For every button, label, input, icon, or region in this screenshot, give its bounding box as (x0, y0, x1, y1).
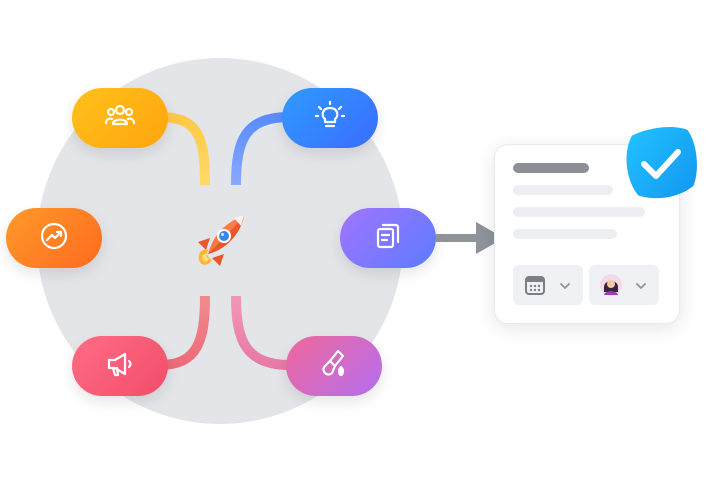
idea-button[interactable] (282, 88, 378, 148)
task-card[interactable] (494, 144, 680, 324)
team-button[interactable] (72, 88, 168, 148)
connector-team (159, 112, 210, 186)
task-text-line (513, 207, 645, 217)
checkmark-icon (622, 124, 700, 202)
team-icon (103, 99, 137, 138)
connector-idea (231, 112, 291, 186)
task-text-line (513, 185, 613, 195)
due-date-picker[interactable] (513, 265, 583, 305)
megaphone-icon (103, 347, 137, 386)
announce-button[interactable] (72, 336, 168, 396)
calendar-icon (523, 273, 547, 297)
task-text-line (513, 229, 617, 239)
connector-design (231, 295, 291, 370)
design-button[interactable] (286, 336, 382, 396)
documents-icon (371, 219, 405, 258)
assignee-picker[interactable] (589, 265, 659, 305)
connector-announce (159, 295, 210, 370)
arrow-right-icon (436, 220, 506, 256)
avatar-icon (599, 273, 623, 297)
growth-chart-icon (37, 219, 71, 258)
rocket-icon (186, 208, 254, 276)
task-title-placeholder (513, 163, 589, 173)
growth-button[interactable] (6, 208, 102, 268)
chevron-down-icon (635, 279, 647, 291)
chevron-down-icon (559, 279, 571, 291)
lightbulb-icon (313, 99, 347, 138)
documents-button[interactable] (340, 208, 436, 268)
paint-brush-icon (317, 347, 351, 386)
